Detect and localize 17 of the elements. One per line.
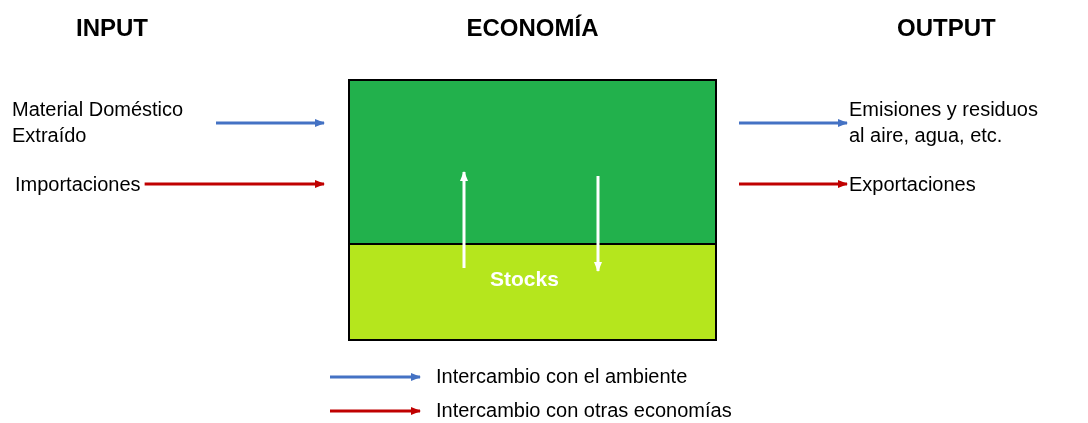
legend-text: Intercambio con el ambiente xyxy=(436,364,688,389)
column-heading: OUTPUT xyxy=(897,14,996,42)
arrow xyxy=(739,119,848,127)
arrow xyxy=(460,171,468,268)
stocks-label: Stocks xyxy=(490,267,559,291)
flow-label: Exportaciones xyxy=(849,171,976,197)
arrow xyxy=(144,180,325,188)
arrow xyxy=(739,180,848,188)
flow-label: Importaciones xyxy=(15,171,141,197)
flow-label: Emisiones y residuos al aire, agua, etc. xyxy=(849,96,1054,148)
flow-label: Material Doméstico Extraído xyxy=(12,96,212,148)
arrow xyxy=(216,119,325,127)
box-heading: ECONOMÍA xyxy=(465,14,600,42)
stocks-band xyxy=(350,243,715,339)
legend-text: Intercambio con otras economías xyxy=(436,398,732,423)
column-heading: INPUT xyxy=(76,14,148,42)
arrow xyxy=(594,176,602,272)
